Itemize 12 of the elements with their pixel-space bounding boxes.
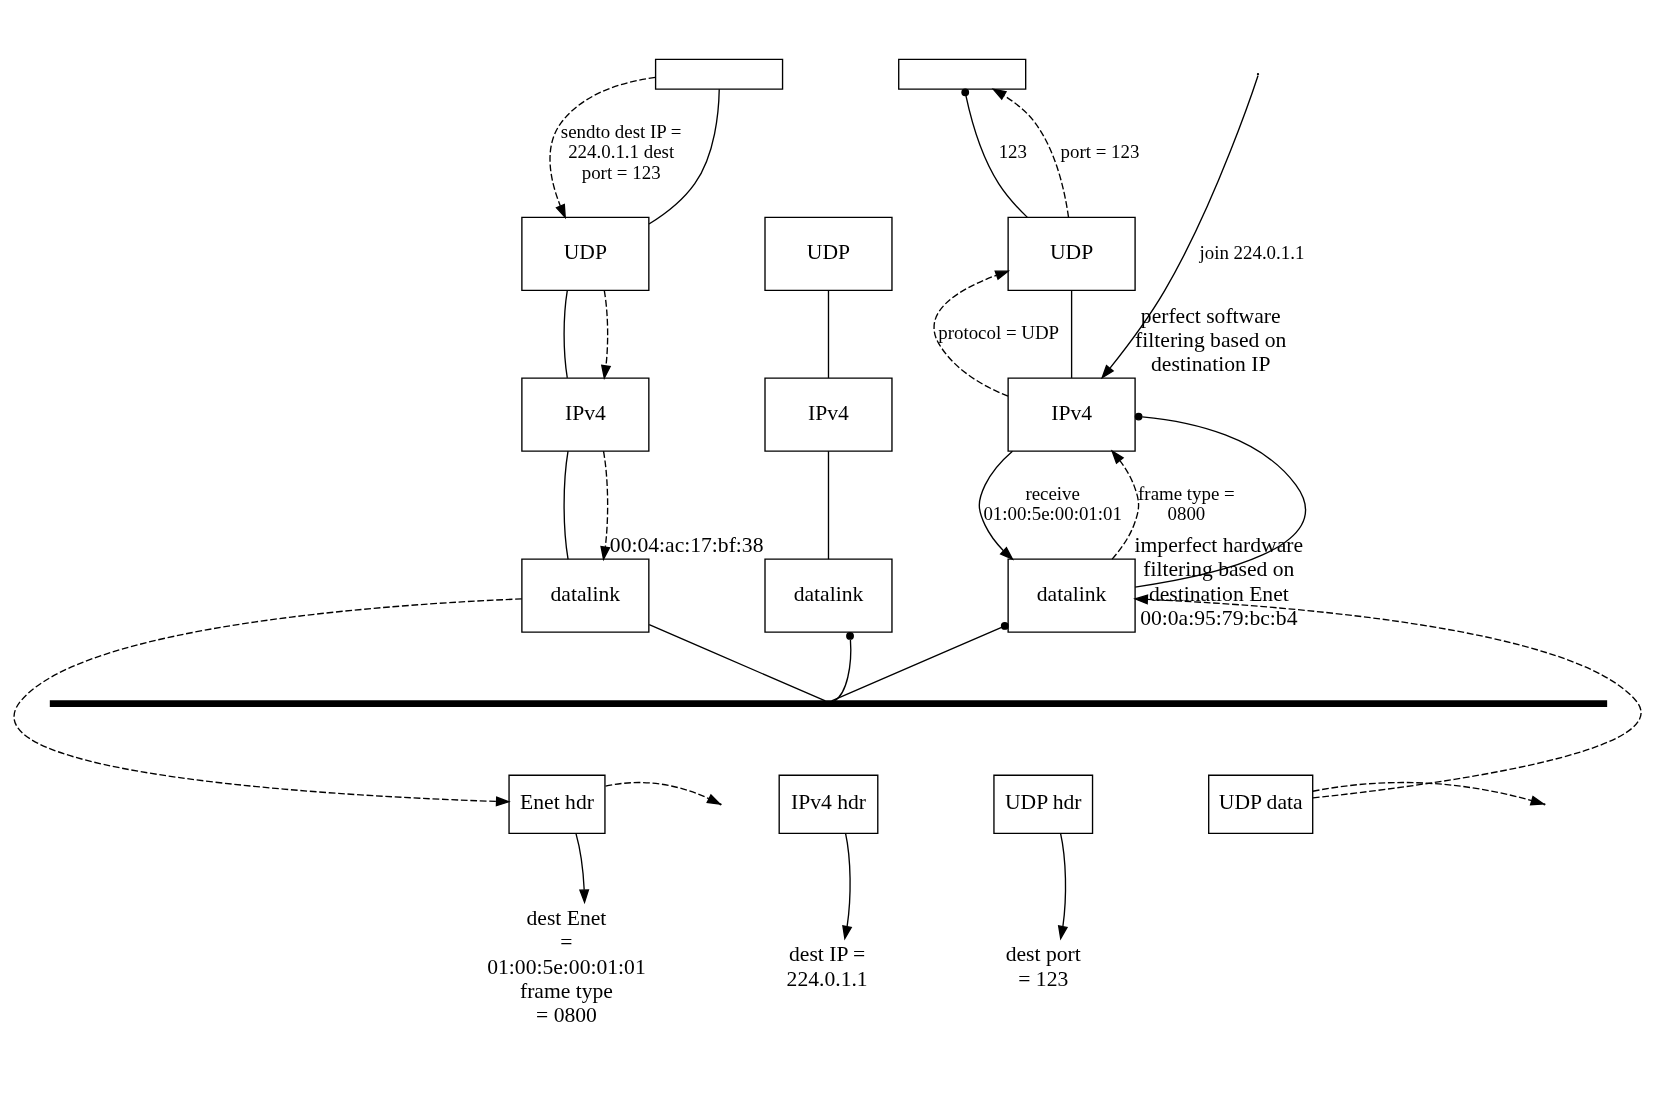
edge-label: join 224.0.1.1 xyxy=(1199,241,1305,263)
edge-label: 123 xyxy=(998,140,1028,162)
node-text: dest port = 123 xyxy=(1005,941,1081,991)
node-text: dest IP = 224.0.1.1 xyxy=(786,941,868,991)
node-label: 00:0a:95:79:bc:b4 xyxy=(1140,605,1298,630)
edge-label: port = 123 xyxy=(1060,140,1140,162)
node-text: dest Enet = 01:00:5e:00:01:01 frame type = 0800 xyxy=(487,905,646,1027)
edge-label: receive 01:00:5e:00:01:01 xyxy=(983,482,1122,524)
edge-label: sendto dest IP = 224.0.1.1 dest port = 123 xyxy=(560,120,682,183)
edge-label: protocol = UDP xyxy=(938,321,1060,343)
node-label: 00:04:ac:17:bf:38 xyxy=(609,532,764,557)
edge-label: frame type = 0800 xyxy=(1138,482,1235,524)
